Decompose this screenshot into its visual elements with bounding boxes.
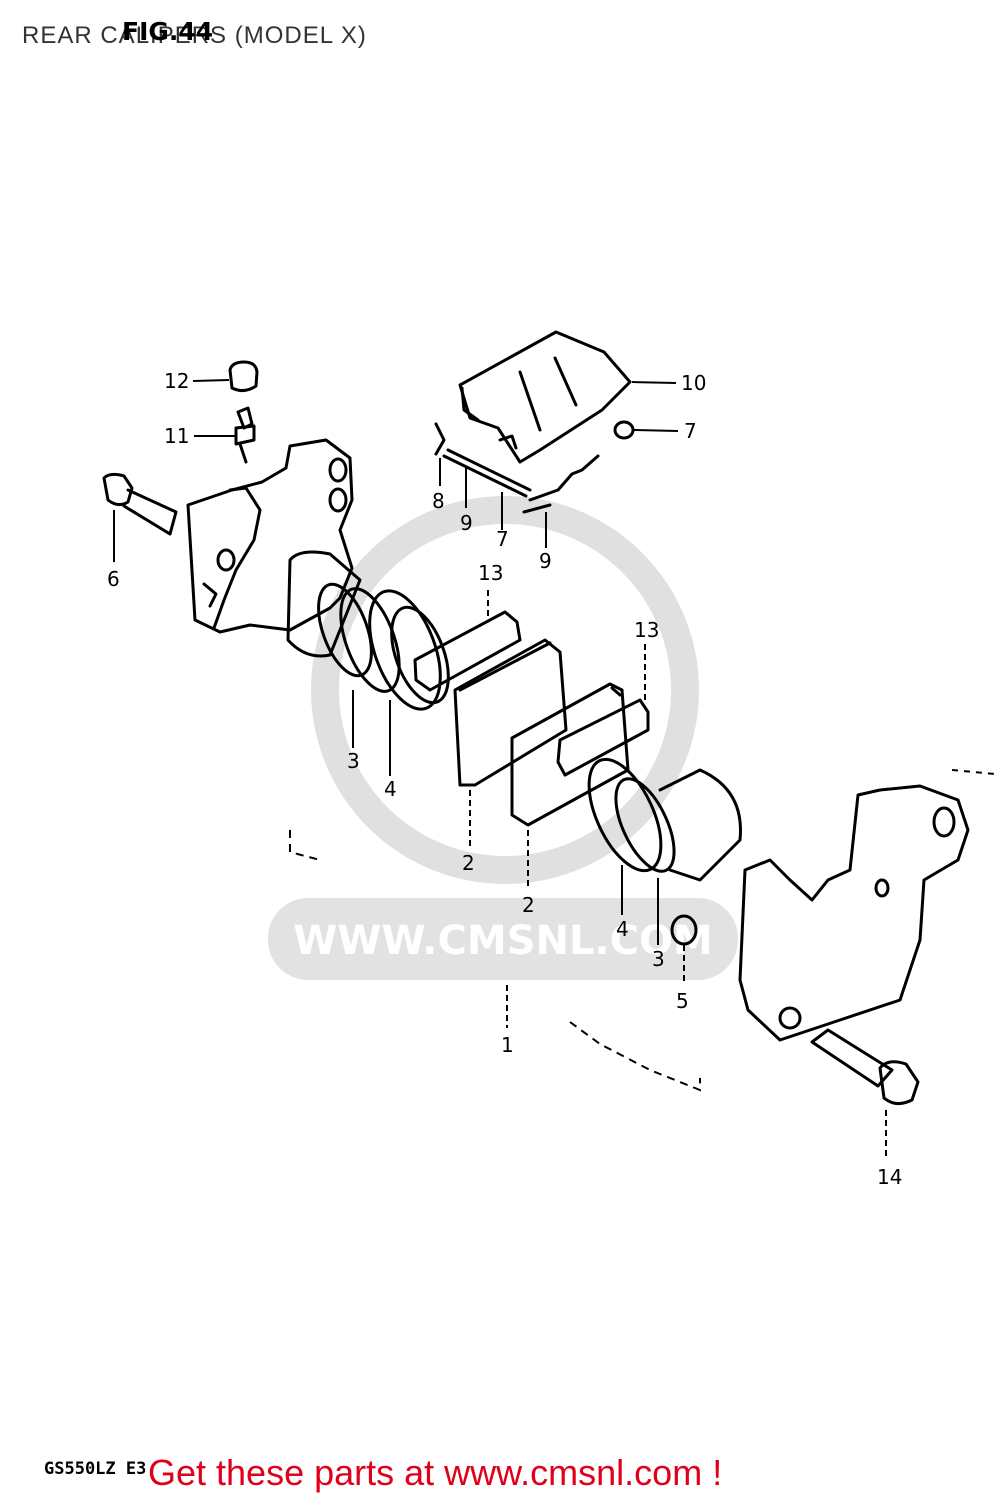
callout-11: 11 <box>164 424 189 448</box>
callout-10: 10 <box>681 371 706 395</box>
watermark-banner <box>268 898 738 980</box>
callout-6: 6 <box>107 567 120 591</box>
figure-number: FIG.44 <box>122 17 214 46</box>
callout-13-right: 13 <box>634 618 659 642</box>
callout-3: 3 <box>347 749 360 773</box>
left-brake-pad <box>413 610 568 787</box>
callout-4-right: 4 <box>616 917 629 941</box>
part-5-washer <box>670 914 698 946</box>
part-7-pad-pin <box>442 420 635 498</box>
part-11-bleeder-valve <box>234 406 256 464</box>
part-12-bleeder-cap <box>228 360 259 393</box>
left-caliper-body <box>186 438 354 634</box>
right-caliper-body <box>738 784 970 1042</box>
callout-1: 1 <box>501 1033 514 1057</box>
callout-8: 8 <box>432 489 445 513</box>
part-14-mounting-bolt <box>810 1028 920 1105</box>
callout-labels: 12 11 6 10 7 8 9 7 9 13 13 3 4 2 2 4 3 5… <box>107 369 902 1189</box>
callout-5: 5 <box>676 989 689 1013</box>
callout-12: 12 <box>164 369 189 393</box>
promo-link-text[interactable]: Get these parts at www.cmsnl.com ! <box>148 1452 723 1493</box>
watermark: WWW.CMSNL.COM <box>268 496 738 980</box>
part-6-mounting-bolt <box>102 472 178 536</box>
callout-9: 9 <box>460 511 473 535</box>
callout-7: 7 <box>684 419 697 443</box>
callout-13: 13 <box>478 561 503 585</box>
part-8-9-clips <box>434 422 600 514</box>
diagram-title: REAR CALIPERS (MODEL X) <box>22 22 367 49</box>
watermark-emblem <box>311 496 699 884</box>
callout-14: 14 <box>877 1165 902 1189</box>
leader-lines <box>113 379 996 1160</box>
callout-7-lower: 7 <box>496 527 509 551</box>
callout-9-lower: 9 <box>539 549 552 573</box>
model-code: GS550LZ E3 <box>44 1459 147 1479</box>
right-piston-assembly <box>587 757 742 882</box>
part-10-pad-spring <box>458 330 632 464</box>
callout-4: 4 <box>384 777 397 801</box>
callout-2-right: 2 <box>522 893 535 917</box>
callout-2: 2 <box>462 851 475 875</box>
callout-3-right: 3 <box>652 947 665 971</box>
watermark-url: WWW.CMSNL.COM <box>293 918 713 964</box>
